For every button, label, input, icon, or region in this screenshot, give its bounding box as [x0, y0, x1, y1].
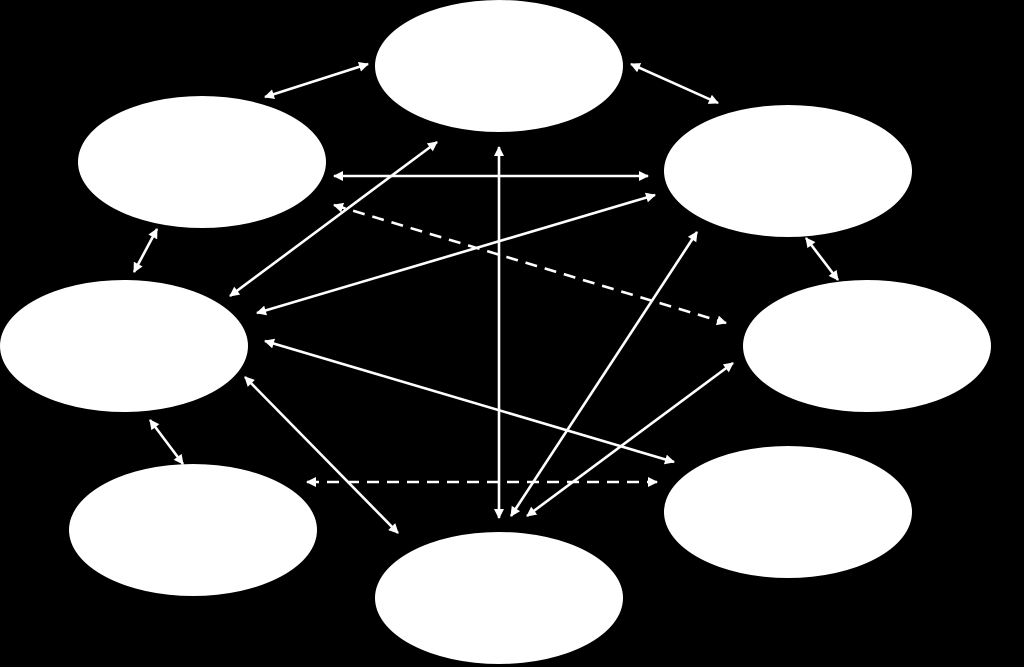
- node-top: [375, 0, 623, 132]
- edge-middle-left-to-lower-left-arrow: [148, 419, 185, 465]
- edge-middle-right-to-bottom-arrow: [526, 361, 734, 518]
- node-bottom: [375, 532, 623, 664]
- edge-upper-right-to-middle-right-arrow: [804, 237, 840, 281]
- node-upper-right: [664, 105, 912, 237]
- edge-top-to-upper-right-arrow: [630, 62, 719, 105]
- node-upper-left: [78, 96, 326, 228]
- node-lower-right: [664, 446, 912, 578]
- node-middle-right: [743, 280, 991, 412]
- node-lower-left: [69, 464, 317, 596]
- edge-group: [132, 61, 840, 534]
- edge-upper-left-to-middle-left-arrow: [132, 228, 159, 273]
- node-group: [0, 0, 991, 664]
- node-middle-left: [0, 280, 248, 412]
- edge-upper-left-to-top-arrow: [264, 61, 369, 100]
- edge-middle-left-to-bottom-arrow: [244, 376, 399, 534]
- edge-upper-right-to-middle-left-arrow: [256, 192, 656, 316]
